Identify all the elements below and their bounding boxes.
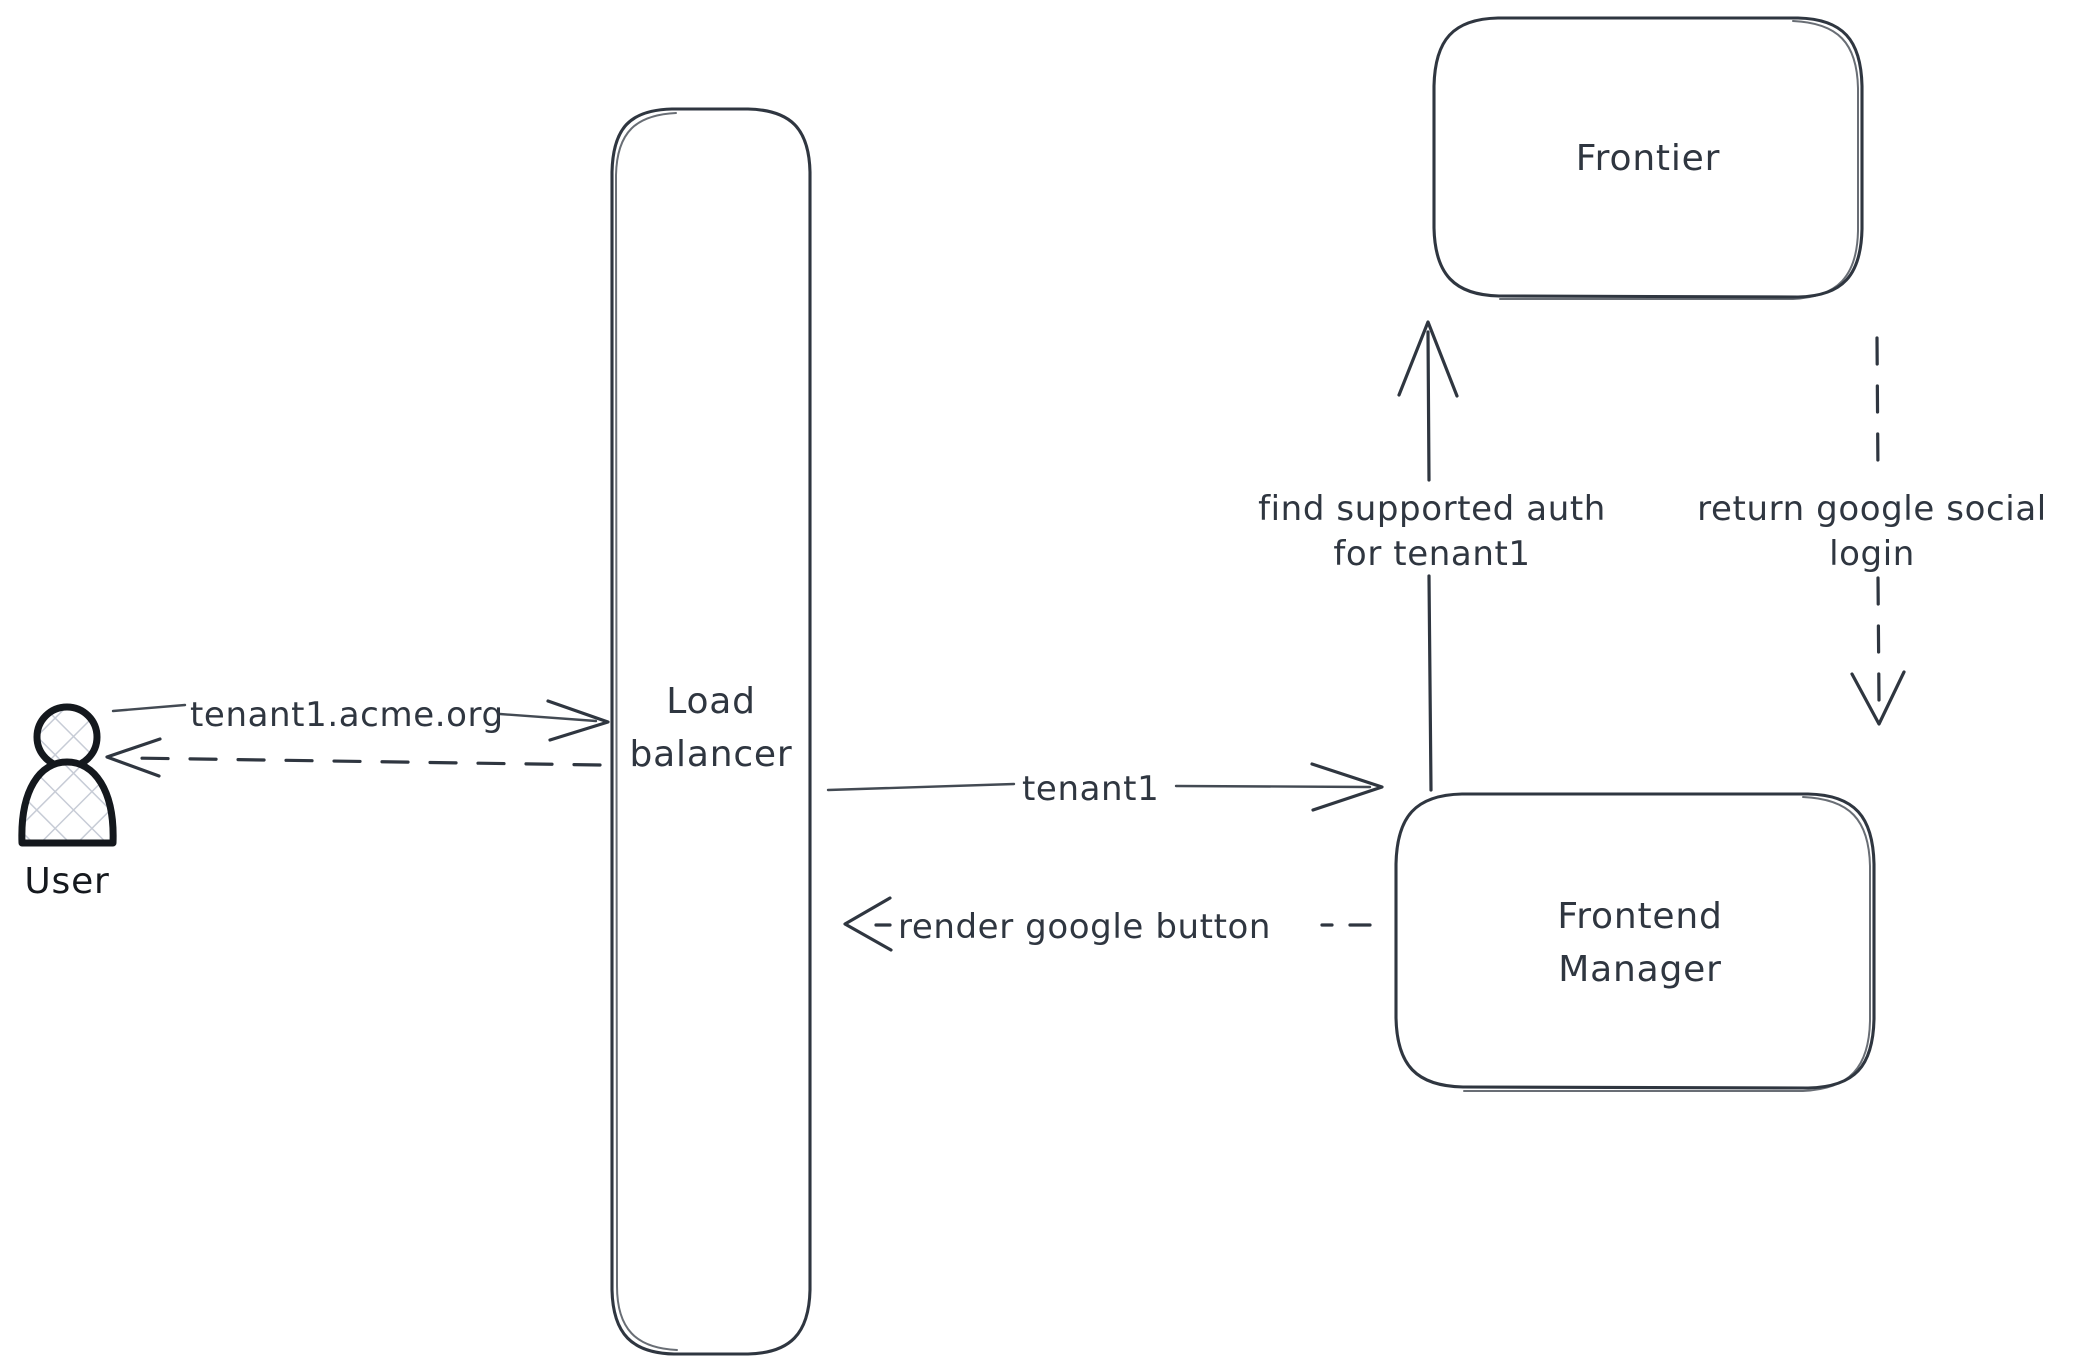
edge-frontend-manager-to-frontier[interactable]: find supported auth for tenant1 <box>1258 320 1606 792</box>
edge-user-lb-label: tenant1.acme.org <box>190 695 504 735</box>
edge-fm-frontier-label-line2: for tenant1 <box>1333 534 1530 574</box>
edge-frontend-manager-to-load-balancer[interactable]: render google button <box>843 896 1372 952</box>
frontier-outline <box>1432 16 1864 299</box>
frontier-sketch-stroke <box>1499 20 1859 300</box>
frontend-manager-sketch-stroke <box>1463 796 1871 1092</box>
edge-frontier-to-frontend-manager[interactable]: return google social login <box>1697 336 2047 726</box>
edge-fm-frontier-arrowhead <box>1397 320 1459 398</box>
frontend-manager-outline <box>1394 792 1876 1090</box>
edge-load-balancer-to-frontend-manager[interactable]: tenant1 <box>826 762 1384 812</box>
load-balancer-label-line1: Load <box>666 681 756 722</box>
user-label: User <box>24 861 109 902</box>
edge-fm-frontier-line-lower <box>1427 574 1433 792</box>
edge-frontier-fm-line-lower <box>1876 576 1881 702</box>
edge-user-to-load-balancer[interactable]: tenant1.acme.org <box>111 695 610 742</box>
edge-user-lb-line-left <box>111 703 187 713</box>
edge-lb-fm-label: tenant1 <box>1022 769 1159 809</box>
edge-frontier-fm-label-line2: login <box>1829 534 1915 574</box>
user-torso-icon <box>18 758 117 847</box>
edge-user-lb-line-right <box>498 712 598 723</box>
load-balancer-sketch-stroke <box>615 112 678 1351</box>
user-head-icon <box>33 703 101 771</box>
edge-frontier-fm-arrowhead <box>1850 670 1906 726</box>
edge-lb-fm-arrowhead <box>1310 762 1384 812</box>
node-load-balancer[interactable]: Load balancer <box>610 107 812 1356</box>
frontend-manager-label-line1: Frontend <box>1557 896 1722 937</box>
load-balancer-outline <box>610 107 812 1356</box>
edge-load-balancer-to-user[interactable] <box>105 737 602 778</box>
frontend-manager-label-line2: Manager <box>1558 949 1721 990</box>
edge-lb-fm-line-left <box>826 782 1016 792</box>
edge-frontier-fm-line-upper <box>1875 336 1880 478</box>
edge-user-lb-arrowhead <box>546 699 610 742</box>
edge-fm-lb-label: render google button <box>898 907 1271 947</box>
actor-user[interactable]: User <box>18 703 117 902</box>
edge-lb-user-arrowhead <box>105 737 162 778</box>
edge-fm-frontier-label-line1: find supported auth <box>1258 489 1606 529</box>
edge-lb-fm-line-right <box>1174 784 1372 789</box>
edge-lb-user-line <box>128 756 602 767</box>
edge-frontier-fm-label-line1: return google social <box>1697 489 2047 529</box>
node-frontend-manager[interactable]: Frontend Manager <box>1394 792 1876 1092</box>
load-balancer-label-line2: balancer <box>630 734 793 775</box>
frontier-label: Frontier <box>1576 138 1720 179</box>
edge-fm-lb-arrowhead <box>843 896 893 952</box>
node-frontier[interactable]: Frontier <box>1432 16 1864 300</box>
edge-fm-frontier-line-upper <box>1426 330 1431 482</box>
